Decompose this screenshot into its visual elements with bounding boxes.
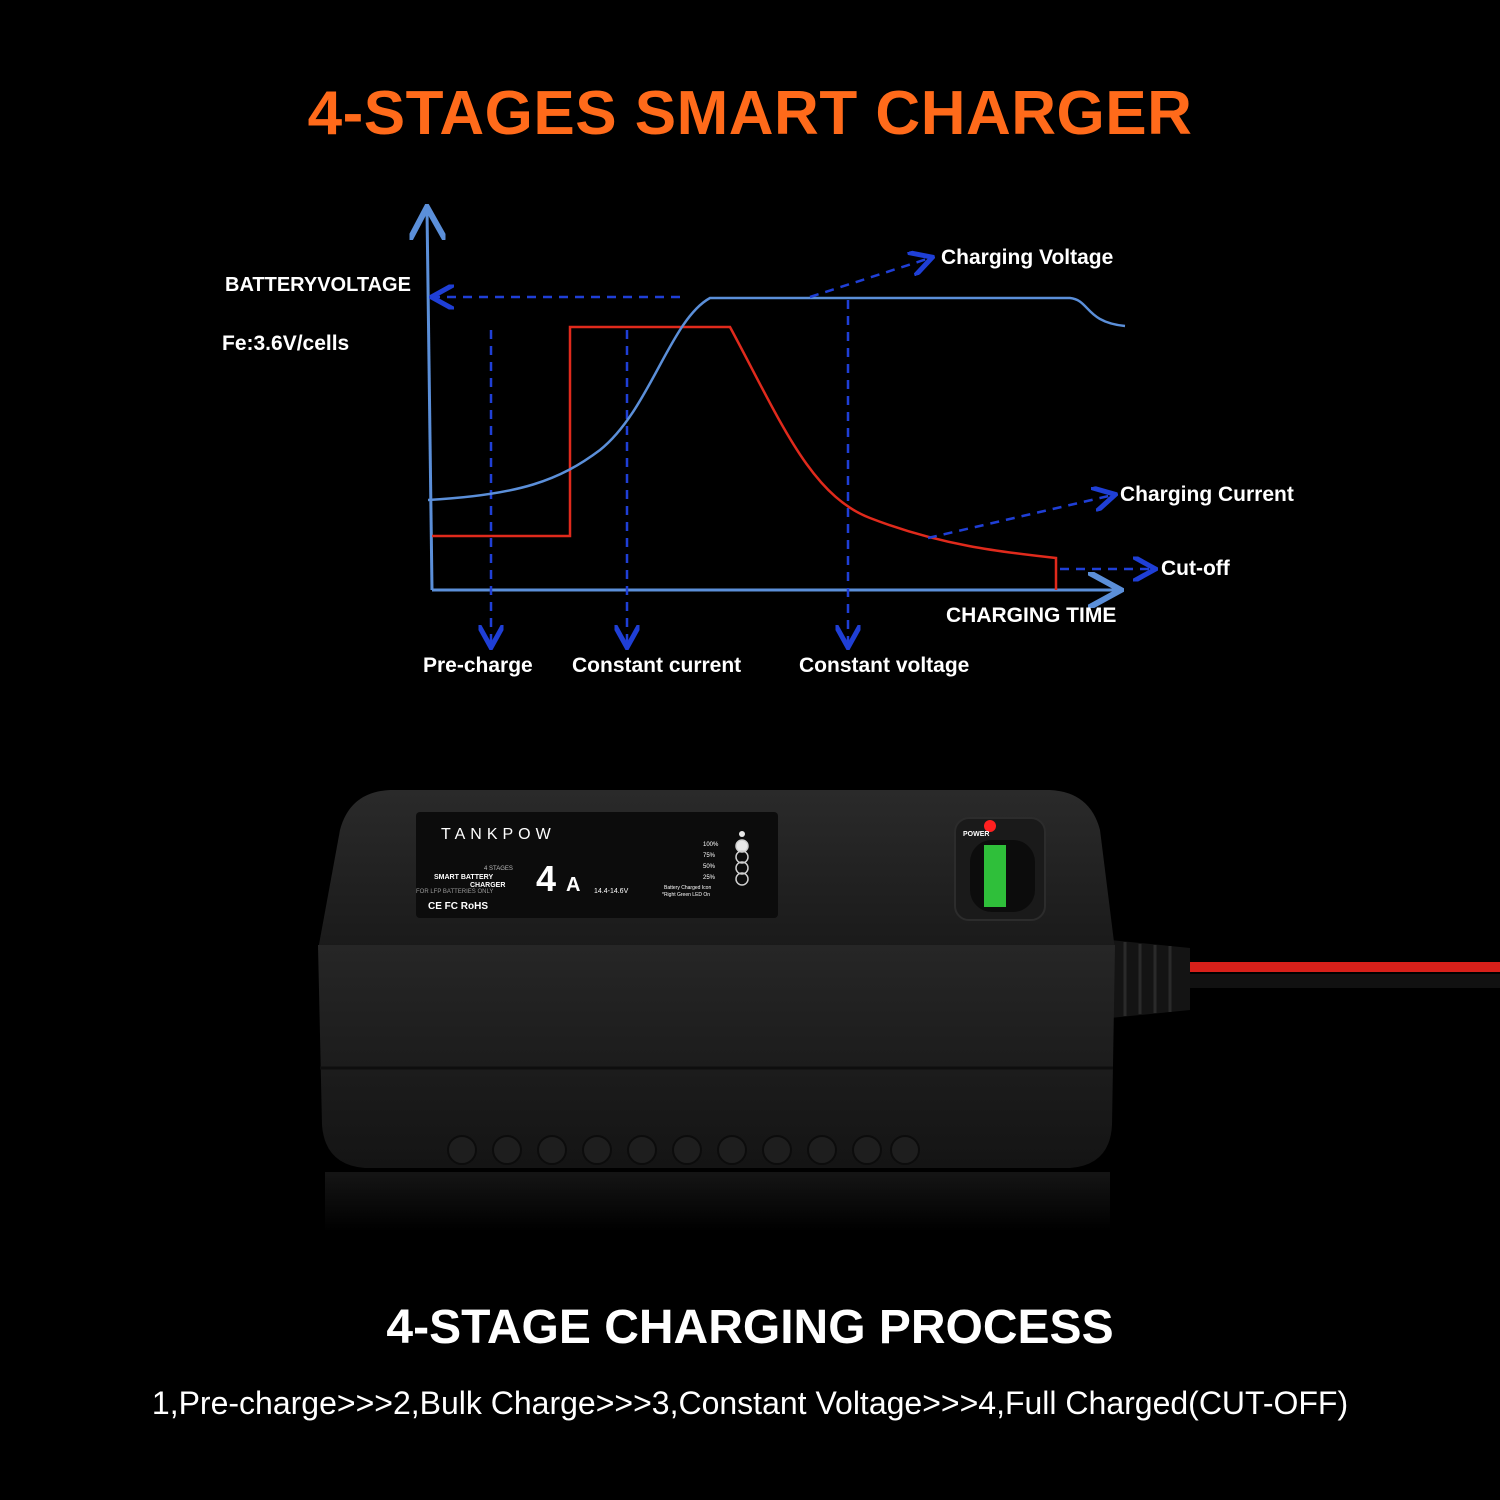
note-line1: Battery Charged Icon (664, 885, 712, 891)
x-axis-label: CHARGING TIME (946, 604, 1117, 627)
page-title: 4-STAGES SMART CHARGER (307, 79, 1193, 148)
charger-reflection (325, 1172, 1110, 1232)
charging-current-curve (432, 325, 1058, 590)
note-line2: *Right Green LED On (662, 892, 711, 898)
charger-top (318, 790, 1115, 950)
stage-label-constant-current: Constant current (572, 654, 742, 677)
amperage-value: 4 (536, 858, 557, 899)
level-25: 25% (703, 875, 716, 881)
cutoff-label: Cut-off (1161, 557, 1230, 580)
level-75: 75% (703, 853, 716, 859)
level-50: 50% (703, 864, 716, 870)
charging-diagram (0, 0, 1500, 720)
cable-red (1180, 962, 1500, 972)
y-axis-label: BATTERYVOLTAGE (225, 274, 411, 296)
brand-logo: TANKPOW (441, 826, 556, 843)
current-callout-arrow (927, 495, 1113, 540)
strain-relief (1110, 940, 1190, 1018)
process-steps: 1,Pre-charge>>>2,Bulk Charge>>>3,Constan… (151, 1385, 1349, 1421)
power-label: POWER (963, 831, 990, 838)
charger-front (318, 945, 1115, 1168)
voltage-range: 14.4-14.6V (594, 888, 629, 895)
model-line1: SMART BATTERY (434, 874, 494, 881)
charging-voltage-curve (427, 296, 1126, 502)
amperage-unit: A (566, 874, 581, 896)
cert-marks: CE FC RoHS (428, 901, 488, 912)
y-axis (427, 210, 432, 591)
cable-black (1180, 974, 1500, 988)
model-line2: CHARGER (470, 882, 506, 889)
charging-current-label: Charging Current (1120, 483, 1294, 506)
stages-text: 4 STAGES (484, 866, 513, 872)
level-100: 100% (703, 842, 719, 848)
charging-voltage-label: Charging Voltage (941, 246, 1114, 269)
stage-label-constant-voltage: Constant voltage (799, 654, 970, 677)
cell-voltage-label: Fe:3.6V/cells (222, 332, 350, 355)
process-subtitle: 4-STAGE CHARGING PROCESS (386, 1301, 1114, 1354)
voltage-callout-arrow (809, 258, 930, 299)
stage-label-precharge: Pre-charge (423, 654, 533, 677)
model-line3: FOR LFP BATTERIES ONLY (416, 889, 494, 895)
